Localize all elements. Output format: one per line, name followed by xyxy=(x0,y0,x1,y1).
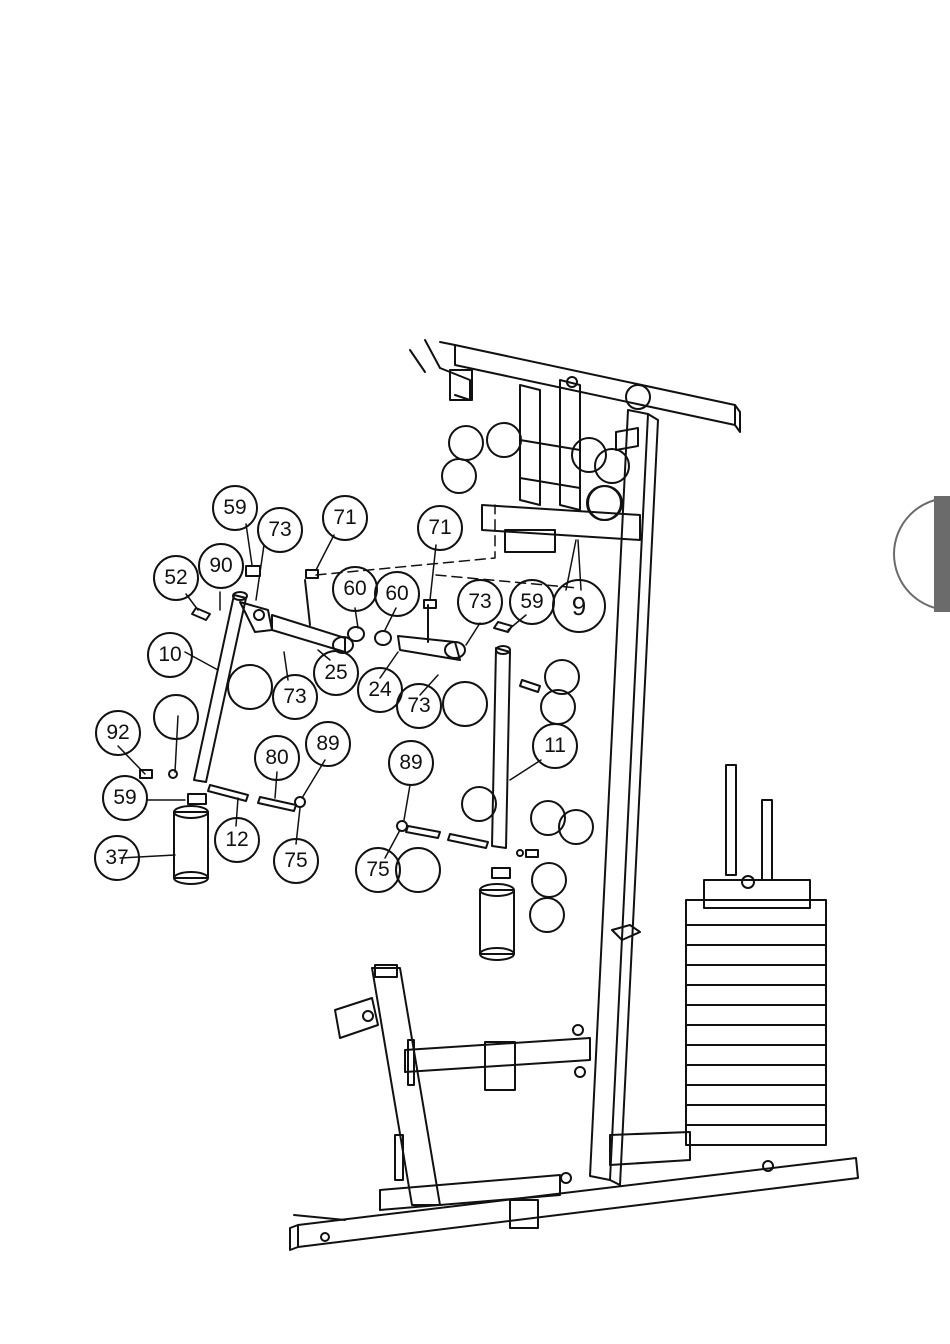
middle-brace xyxy=(405,1038,590,1090)
main-upright xyxy=(573,410,658,1185)
callout-89: 89 xyxy=(388,740,434,786)
callout-89: 89 xyxy=(305,721,351,767)
empty-callout xyxy=(594,448,630,484)
empty-callout xyxy=(227,664,273,710)
callout-12: 12 xyxy=(214,817,260,863)
callout-37: 37 xyxy=(94,835,140,881)
callout-25: 25 xyxy=(313,650,359,696)
callout-75: 75 xyxy=(273,838,319,884)
callout-80: 80 xyxy=(254,735,300,781)
callout-11: 11 xyxy=(532,723,578,769)
callout-71: 71 xyxy=(417,505,463,551)
empty-callout xyxy=(448,425,484,461)
empty-callout xyxy=(441,458,477,494)
empty-callout xyxy=(461,786,497,822)
empty-callout xyxy=(586,485,622,521)
callout-10: 10 xyxy=(147,632,193,678)
callout-92: 92 xyxy=(95,710,141,756)
empty-callout xyxy=(558,809,594,845)
callout-59: 59 xyxy=(102,775,148,821)
callout-71: 71 xyxy=(322,495,368,541)
axle-right xyxy=(406,826,488,848)
empty-callout xyxy=(395,847,441,893)
foam-roller-37 xyxy=(174,806,208,884)
callout-73: 73 xyxy=(457,579,503,625)
empty-callout xyxy=(531,862,567,898)
axle-12 xyxy=(208,785,296,811)
section-tab-marker xyxy=(884,496,950,612)
base-frame xyxy=(290,1132,858,1250)
front-upright xyxy=(335,965,440,1205)
guide-rods xyxy=(520,380,580,510)
arm-bar-11 xyxy=(492,646,510,848)
callout-60: 60 xyxy=(332,566,378,612)
empty-callout xyxy=(442,681,488,727)
callout-73: 73 xyxy=(396,683,442,729)
foam-roller-right xyxy=(480,884,514,960)
callout-73: 73 xyxy=(272,674,318,720)
callout-9: 9 xyxy=(552,579,606,633)
empty-callout xyxy=(486,422,522,458)
weight-stack xyxy=(686,765,826,1145)
callout-60: 60 xyxy=(374,571,420,617)
callout-90: 90 xyxy=(198,543,244,589)
empty-callout xyxy=(540,689,576,725)
callout-59: 59 xyxy=(509,579,555,625)
callout-73: 73 xyxy=(257,507,303,553)
empty-callout xyxy=(153,694,199,740)
callout-59: 59 xyxy=(212,485,258,531)
empty-callout xyxy=(529,897,565,933)
callout-52: 52 xyxy=(153,555,199,601)
